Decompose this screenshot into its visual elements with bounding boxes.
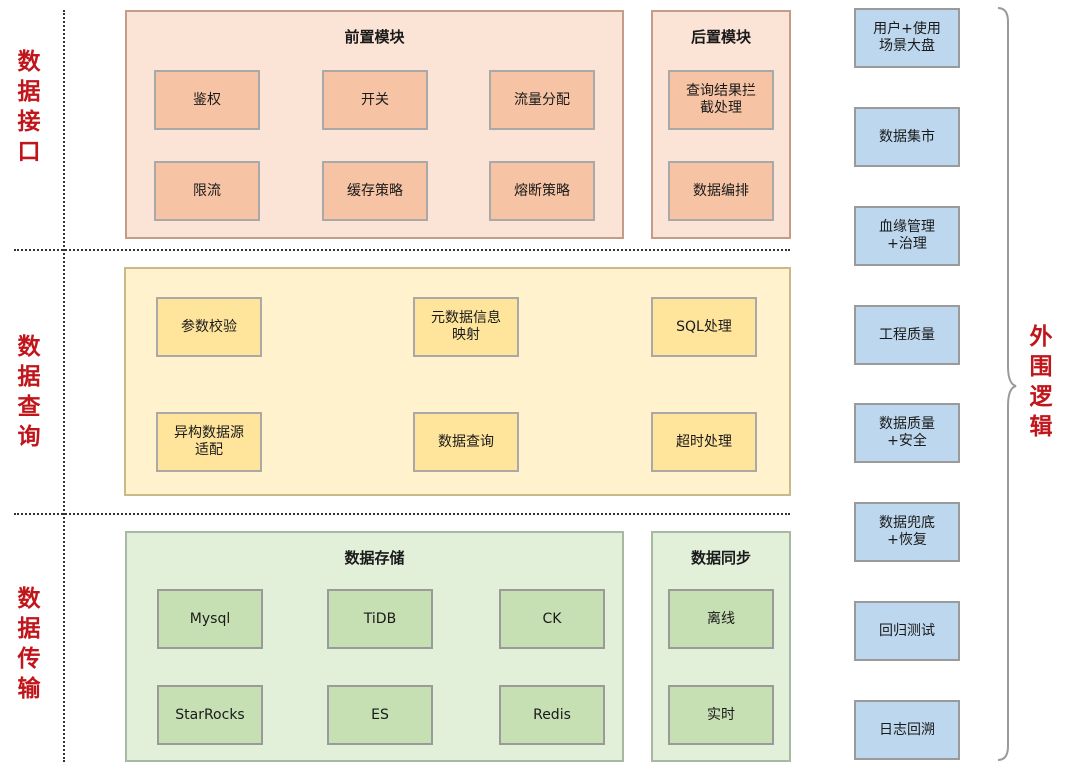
peripheral-item-usage-dashboard: 用户+使用 场景大盘 [854, 8, 960, 68]
peripheral-brace [997, 7, 1017, 761]
peripheral-item-data-mart: 数据集市 [854, 107, 960, 167]
node-rate-limit: 限流 [154, 161, 260, 221]
peripheral-item-regression-test: 回归测试 [854, 601, 960, 661]
layer-label-transport: 数 据 传 输 [17, 586, 41, 702]
node-mysql: Mysql [157, 589, 263, 649]
sync-title: 数据同步 [690, 549, 751, 567]
storage-title: 数据存储 [344, 549, 405, 567]
node-param-validation: 参数校验 [156, 297, 262, 357]
layer-divider-vertical [63, 10, 65, 762]
node-starrocks: StarRocks [157, 685, 263, 745]
layer-label-query: 数 据 查 询 [17, 334, 41, 450]
node-ck: CK [499, 589, 605, 649]
node-tidb: TiDB [327, 589, 433, 649]
node-switch: 开关 [322, 70, 428, 130]
peripheral-item-data-quality: 数据质量 +安全 [854, 403, 960, 463]
node-sql-processing: SQL处理 [651, 297, 757, 357]
post-module-title: 后置模块 [690, 28, 751, 46]
pre-module-title: 前置模块 [344, 28, 405, 46]
node-redis: Redis [499, 685, 605, 745]
layer-divider-interface-query [14, 249, 790, 251]
node-data-orchestration: 数据编排 [668, 161, 774, 221]
node-cache-strategy: 缓存策略 [322, 161, 428, 221]
layer-divider-query-transport [14, 513, 790, 515]
peripheral-item-engineering-quality: 工程质量 [854, 305, 960, 365]
node-realtime: 实时 [668, 685, 774, 745]
peripheral-label: 外 围 逻 辑 [1029, 324, 1053, 440]
node-offline: 离线 [668, 589, 774, 649]
node-es: ES [327, 685, 433, 745]
peripheral-item-lineage: 血缘管理 +治理 [854, 206, 960, 266]
layer-label-interface: 数 据 接 口 [17, 49, 41, 165]
peripheral-item-fallback-recovery: 数据兜底 +恢复 [854, 502, 960, 562]
node-metadata-mapping: 元数据信息 映射 [413, 297, 519, 357]
node-auth: 鉴权 [154, 70, 260, 130]
node-circuit-breaker: 熔断策略 [489, 161, 595, 221]
node-timeout-handling: 超时处理 [651, 412, 757, 472]
node-data-query: 数据查询 [413, 412, 519, 472]
node-heterogeneous-adapter: 异构数据源 适配 [156, 412, 262, 472]
node-traffic-allocation: 流量分配 [489, 70, 595, 130]
node-result-intercept: 查询结果拦 截处理 [668, 70, 774, 130]
peripheral-item-log-trace: 日志回溯 [854, 700, 960, 760]
